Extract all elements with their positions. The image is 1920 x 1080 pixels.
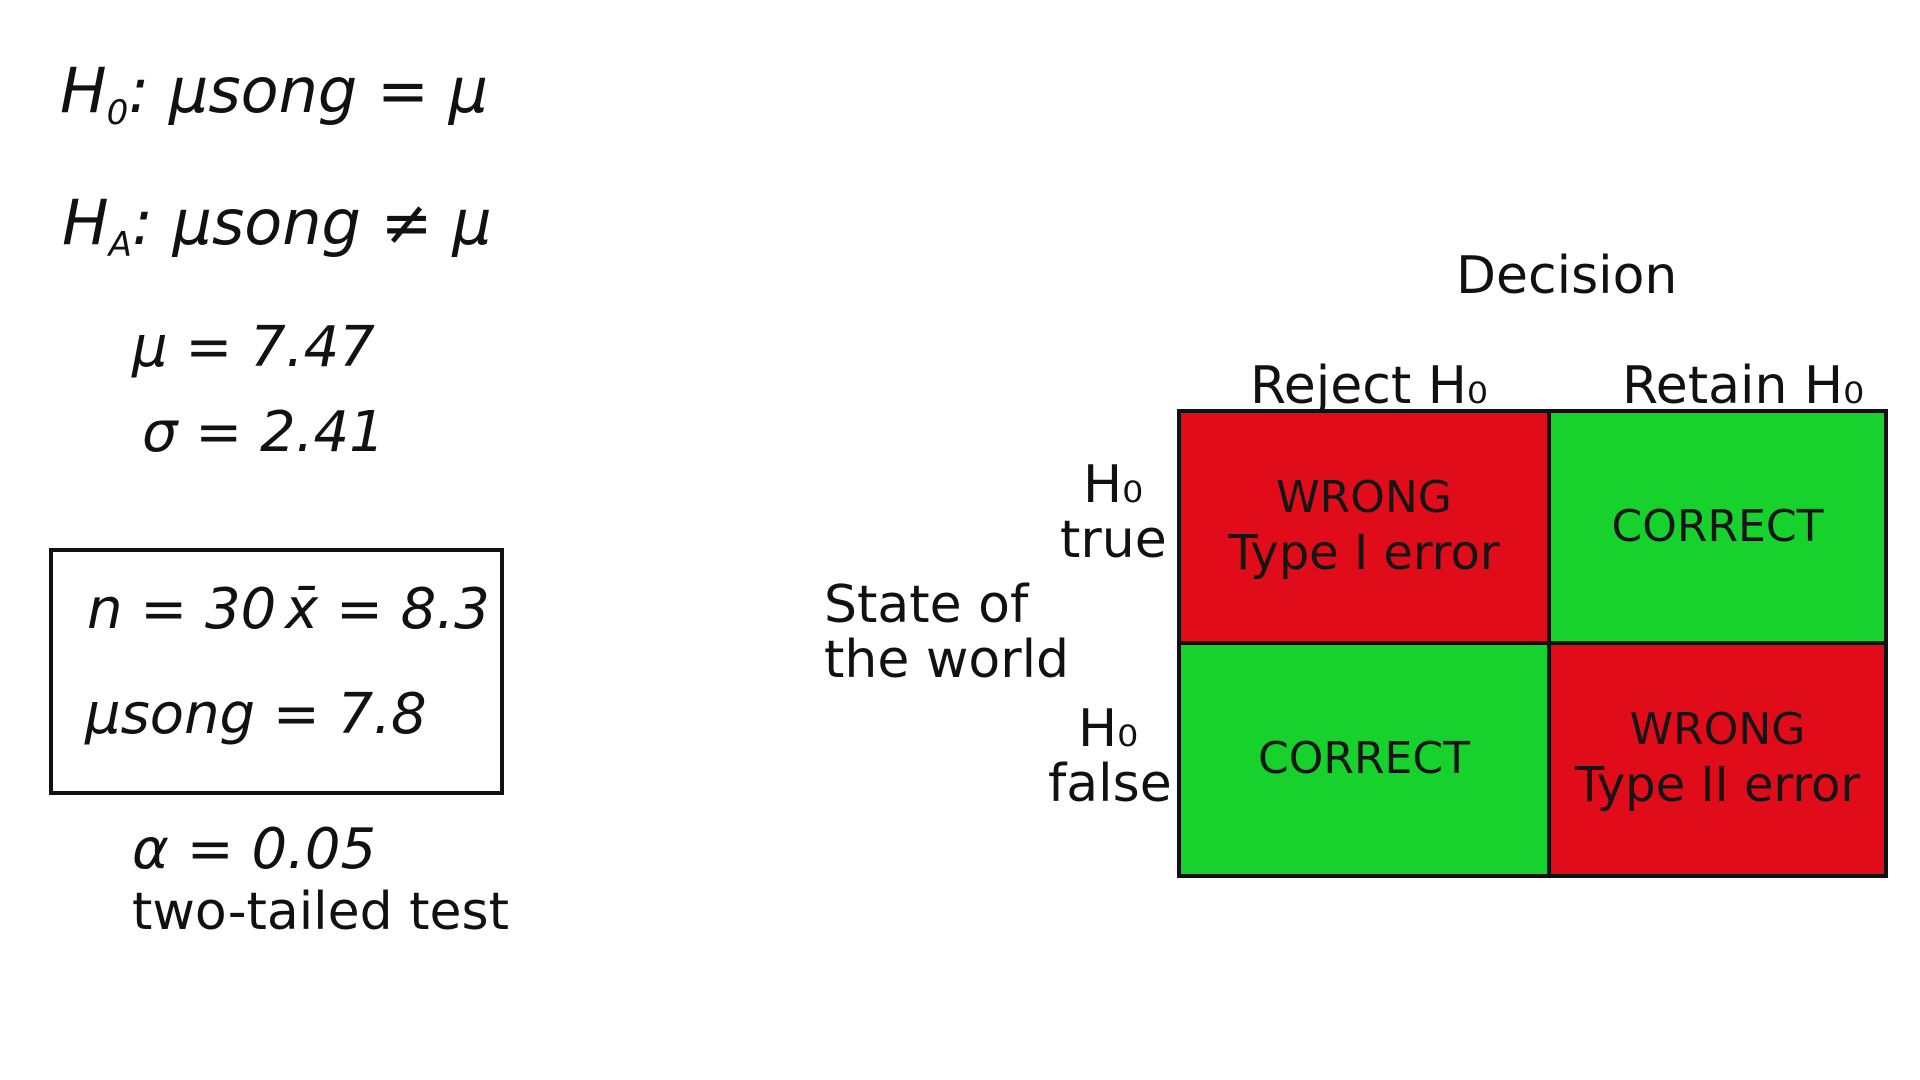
population-mean: μ = 7.47 (132, 315, 375, 380)
sample-size: n = 30 (87, 577, 277, 642)
sample-mean: x̄ = 8.3 (285, 577, 490, 642)
cell-true-retain-main: CORRECT (1611, 500, 1824, 552)
decision-title: Decision (1456, 246, 1678, 306)
alternative-hypothesis-label: H (62, 186, 109, 259)
sample-population-mean: μsong = 7.8 (85, 682, 427, 747)
cell-true-reject: WRONG Type I error (1177, 409, 1551, 645)
row-header-h0-false: H₀ false (1048, 699, 1172, 814)
null-hypothesis: H0: μsong = μ (60, 60, 488, 130)
cell-false-reject: CORRECT (1177, 641, 1551, 878)
row-header-true-line1: H₀ (1083, 455, 1143, 515)
row-header-true-line2: true (1060, 509, 1167, 570)
cell-false-retain: WRONG Type II error (1547, 641, 1888, 878)
cell-true-reject-sub: Type I error (1228, 524, 1500, 581)
column-header-retain: Retain H₀ (1622, 356, 1864, 416)
null-hypothesis-expression: : μsong = μ (128, 54, 489, 127)
null-hypothesis-label: H (60, 54, 107, 127)
cell-false-retain-sub: Type II error (1574, 757, 1861, 814)
column-header-reject: Reject H₀ (1250, 356, 1488, 416)
sample-info-box: n = 30 x̄ = 8.3 μsong = 7.8 (49, 548, 504, 795)
alternative-hypothesis: HA: μsong ≠ μ (62, 192, 492, 262)
state-of-world-line1: State of (824, 575, 1029, 635)
test-type: two-tailed test (132, 882, 509, 942)
row-header-h0-true: H₀ true (1060, 455, 1167, 570)
state-of-world-line2: the world (824, 629, 1070, 690)
cell-false-retain-main: WRONG (1629, 704, 1806, 756)
population-sd: σ = 2.41 (142, 400, 385, 465)
state-of-world-title: State of the world (824, 578, 1069, 687)
alternative-hypothesis-subscript: A (108, 224, 132, 265)
row-header-false-line2: false (1048, 753, 1172, 814)
cell-false-reject-main: CORRECT (1258, 733, 1470, 785)
null-hypothesis-subscript: 0 (106, 92, 129, 133)
alpha-level: α = 0.05 (132, 817, 377, 882)
cell-true-reject-main: WRONG (1276, 471, 1452, 523)
row-header-false-line1: H₀ (1078, 699, 1138, 759)
alternative-hypothesis-expression: : μsong ≠ μ (131, 186, 492, 259)
cell-true-retain: CORRECT (1547, 409, 1888, 645)
